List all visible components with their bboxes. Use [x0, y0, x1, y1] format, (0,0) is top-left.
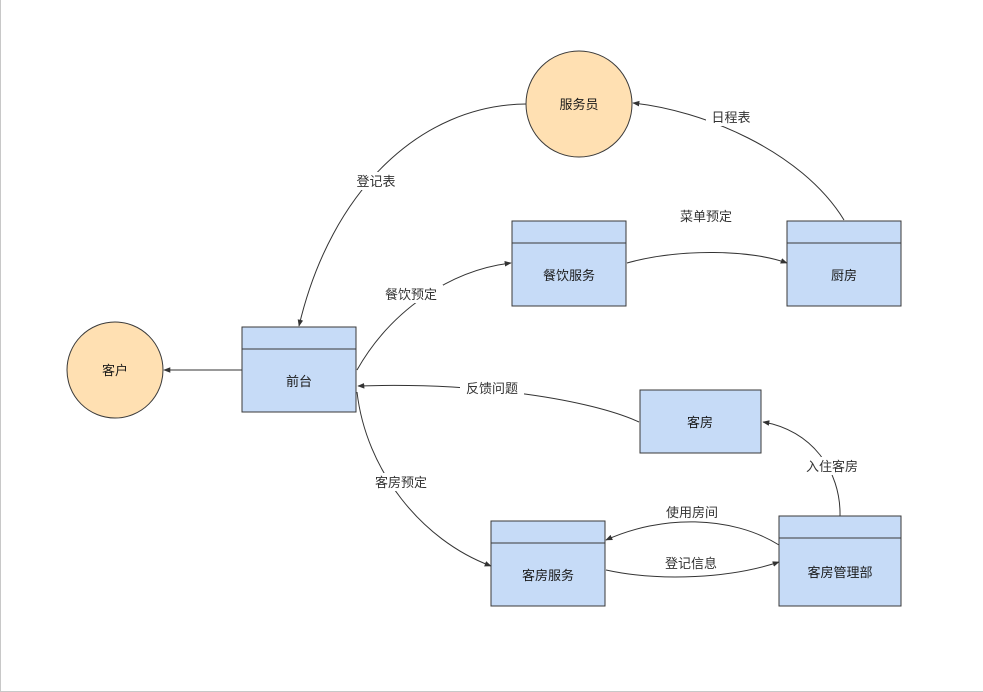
label-registration-form: 登记表	[356, 175, 395, 190]
process-front-desk: 前台	[241, 326, 357, 413]
edge-front-desk-to-room-service	[356, 391, 492, 567]
edge-front-desk-to-catering	[356, 260, 512, 371]
process-guest-room: 客房	[639, 389, 762, 454]
edge-room-service-to-housekeeping	[605, 561, 780, 578]
process-kitchen: 厨房	[786, 220, 902, 307]
customer-label: 客户	[102, 363, 128, 379]
entity-waiter: 服务员	[525, 50, 633, 158]
edge-catering-to-kitchen	[626, 252, 788, 264]
process-room-service: 客房服务	[490, 520, 606, 607]
guest-room-label: 客房	[687, 415, 713, 431]
label-register-info: 登记信息	[665, 556, 717, 572]
edge-guest-room-to-front-desk	[357, 382, 640, 423]
label-schedule: 日程表	[711, 111, 750, 126]
entity-customer: 客户	[66, 321, 164, 419]
label-use-room: 使用房间	[666, 505, 718, 521]
label-menu-booking: 菜单预定	[680, 210, 732, 225]
process-housekeeping: 客房管理部	[778, 515, 902, 607]
process-catering: 餐饮服务	[511, 220, 627, 307]
catering-label: 餐饮服务	[543, 268, 595, 284]
edge-housekeeping-to-guest-room	[762, 420, 841, 517]
waiter-label: 服务员	[559, 97, 598, 113]
edge-housekeeping-to-room-service	[605, 521, 780, 546]
label-room-booking: 客房预定	[375, 475, 427, 491]
kitchen-label: 厨房	[831, 268, 857, 284]
housekeeping-label: 客房管理部	[807, 565, 872, 581]
edge-waiter-to-front-desk	[297, 103, 527, 327]
label-feedback: 反馈问题	[466, 382, 518, 397]
label-check-in: 入住客房	[806, 459, 858, 475]
room-service-label: 客房服务	[522, 568, 574, 584]
edge-kitchen-to-waiter	[632, 100, 845, 221]
label-catering-booking: 餐饮预定	[385, 287, 437, 303]
front-desk-label: 前台	[286, 374, 312, 390]
